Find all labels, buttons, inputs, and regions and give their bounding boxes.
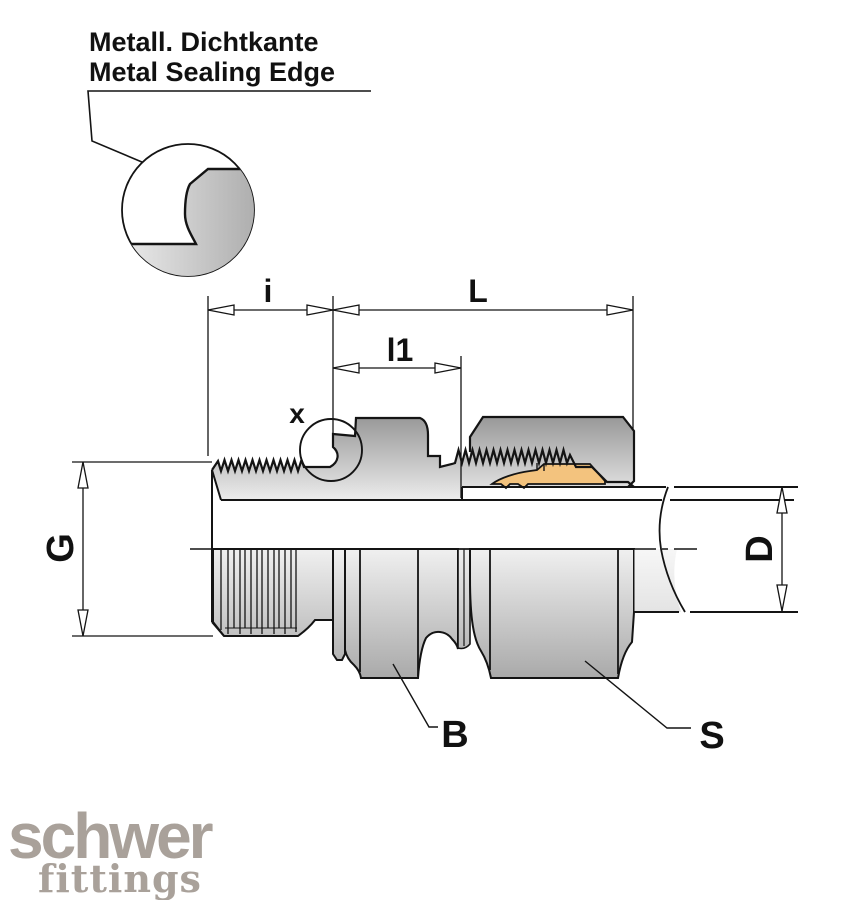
annotation-line2: Metal Sealing Edge [89,57,335,87]
dim-label-i: i [264,273,273,309]
logo: schwer fittings [8,800,216,900]
dim-label-l1: l1 [387,332,414,368]
x-detail-circle [299,418,363,482]
dim-label-S: S [699,715,724,757]
logo-wordmark: schwer [8,800,213,872]
tube-break-line [658,486,686,613]
dim-label-B: B [441,714,468,756]
dim-label-D: D [739,535,781,562]
sealing-collar [332,548,346,661]
sealing-edge-detail-view [121,143,255,277]
annotation-leader-line [87,90,371,179]
end-face-and-bore [211,469,462,637]
thread-lines [220,550,297,634]
nut-external [469,548,635,679]
male-thread-cylinder [212,548,334,637]
dimension-line-set [82,309,783,636]
ferrule-body-edges [536,463,545,471]
section-linework [211,415,798,637]
dim-label-L: L [468,273,488,309]
tube-stub-shade [634,549,681,612]
nut-hex-edges [489,549,619,674]
dimension-arrowheads [77,304,788,637]
logo-subtitle: fittings [38,856,202,900]
extension-lines [72,296,634,637]
annotation-line1: Metall. Dichtkante [89,27,319,57]
nut-section-outline [468,415,636,488]
dim-label-G: G [40,533,82,563]
hex-body-edges [359,549,419,676]
tube-lines [461,486,798,613]
external-view-bottom [212,548,681,679]
dimension-lines [72,296,788,729]
hex-body [344,548,459,679]
detail-body-section [122,169,254,276]
leader-lines [392,660,691,729]
body-profile-outline [211,416,635,488]
detail-edge-profile [122,167,254,246]
dim-label-x: x [289,398,305,429]
